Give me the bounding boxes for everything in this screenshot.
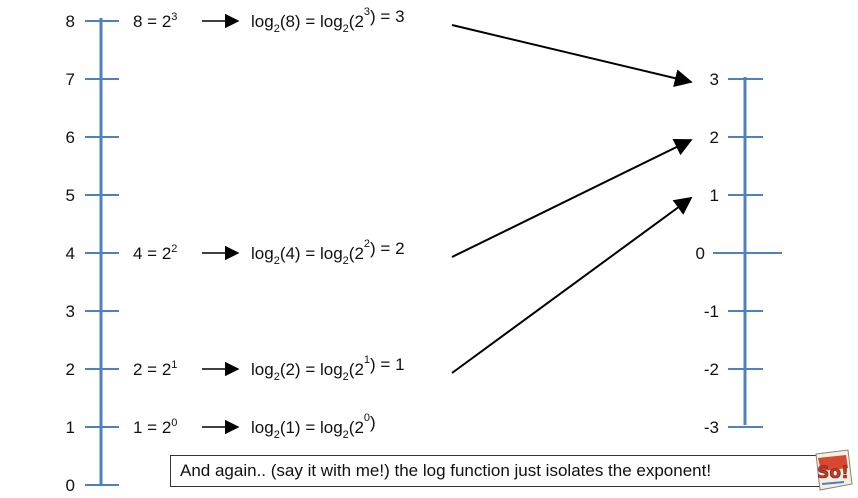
log-expression: log2(4) = log2(22) = 2 xyxy=(251,238,405,267)
left-axis-ticks: 0 1 2 3 4 5 6 7 8 xyxy=(66,12,119,495)
mapping-arrow xyxy=(451,139,693,258)
so-logo-text: So! xyxy=(817,463,849,483)
log-text: (2 xyxy=(349,244,364,263)
so-logo-icon: So! xyxy=(815,449,853,491)
power-base: 2 = 2 xyxy=(133,360,171,379)
log-text: log xyxy=(251,12,274,31)
power-exponent: 2 xyxy=(171,243,177,255)
left-tick-label: 1 xyxy=(66,418,75,437)
right-tick-label: -3 xyxy=(704,418,719,437)
log-base-subscript: 2 xyxy=(343,429,349,441)
left-tick-label: 2 xyxy=(66,360,75,379)
right-tick-label: 1 xyxy=(710,186,719,205)
log-text: (2 xyxy=(349,12,364,31)
left-tick-label: 6 xyxy=(66,128,75,147)
power-base: 8 = 2 xyxy=(133,12,171,31)
left-tick-label: 0 xyxy=(66,476,75,495)
log-exponent: 0 xyxy=(364,412,370,424)
log-text: ) = 3 xyxy=(370,7,405,26)
log-text: (2) = log xyxy=(280,360,343,379)
log-base-subscript: 2 xyxy=(343,371,349,383)
log-text: log xyxy=(251,244,274,263)
log-text: log xyxy=(251,360,274,379)
log-exponent: 1 xyxy=(364,354,370,366)
right-tick-label: 0 xyxy=(696,244,705,263)
log-text: ) = 1 xyxy=(370,355,405,374)
mapping-arrow xyxy=(451,196,693,374)
log-text: ) = 2 xyxy=(370,239,405,258)
mapping-arrows xyxy=(451,24,693,374)
log-expression: log2(8) = log2(23) = 3 xyxy=(251,6,405,35)
right-tick-label: -1 xyxy=(704,302,719,321)
log-base-subscript: 2 xyxy=(343,255,349,267)
log-text: ) xyxy=(370,413,376,432)
log-expression: log2(1) = log2(20) xyxy=(251,412,376,441)
power-equation: 2 = 21 xyxy=(133,359,177,379)
left-tick-label: 7 xyxy=(66,70,75,89)
right-tick-label: 2 xyxy=(710,128,719,147)
right-tick-label: 3 xyxy=(710,70,719,89)
log-expression: log2(2) = log2(21) = 1 xyxy=(251,354,405,383)
mapping-arrow xyxy=(451,24,693,87)
log-text: (8) = log xyxy=(280,12,343,31)
log-text: (2 xyxy=(349,418,364,437)
left-axis: 0 1 2 3 4 5 6 7 8 xyxy=(66,12,119,495)
right-axis: -3 -2 -1 0 1 2 3 xyxy=(696,70,782,437)
caption-box: And again.. (say it with me!) the log fu… xyxy=(170,455,820,487)
log-exponent: 3 xyxy=(364,6,370,18)
log-base-subscript: 2 xyxy=(274,371,280,383)
log-base-subscript: 2 xyxy=(274,429,280,441)
power-exponent: 1 xyxy=(171,359,177,371)
log-exponent: 2 xyxy=(364,238,370,250)
right-axis-ticks: -3 -2 -1 0 1 2 3 xyxy=(696,70,782,437)
left-tick-label: 3 xyxy=(66,302,75,321)
power-equation: 1 = 20 xyxy=(133,417,177,437)
power-equation: 8 = 23 xyxy=(133,11,177,31)
power-exponent: 3 xyxy=(171,11,177,23)
log-text: (1) = log xyxy=(280,418,343,437)
log-text: (4) = log xyxy=(280,244,343,263)
left-tick-label: 5 xyxy=(66,186,75,205)
log-base-subscript: 2 xyxy=(274,23,280,35)
caption-text: And again.. (say it with me!) the log fu… xyxy=(180,461,712,480)
log-text: (2 xyxy=(349,360,364,379)
right-tick-label: -2 xyxy=(704,360,719,379)
left-tick-label: 4 xyxy=(66,244,75,263)
power-base: 4 = 2 xyxy=(133,244,171,263)
left-tick-label: 8 xyxy=(66,12,75,31)
log-base-subscript: 2 xyxy=(343,23,349,35)
power-base: 1 = 2 xyxy=(133,418,171,437)
log-text: log xyxy=(251,418,274,437)
log-base-subscript: 2 xyxy=(274,255,280,267)
power-exponent: 0 xyxy=(171,417,177,429)
power-equation: 4 = 22 xyxy=(133,243,177,263)
